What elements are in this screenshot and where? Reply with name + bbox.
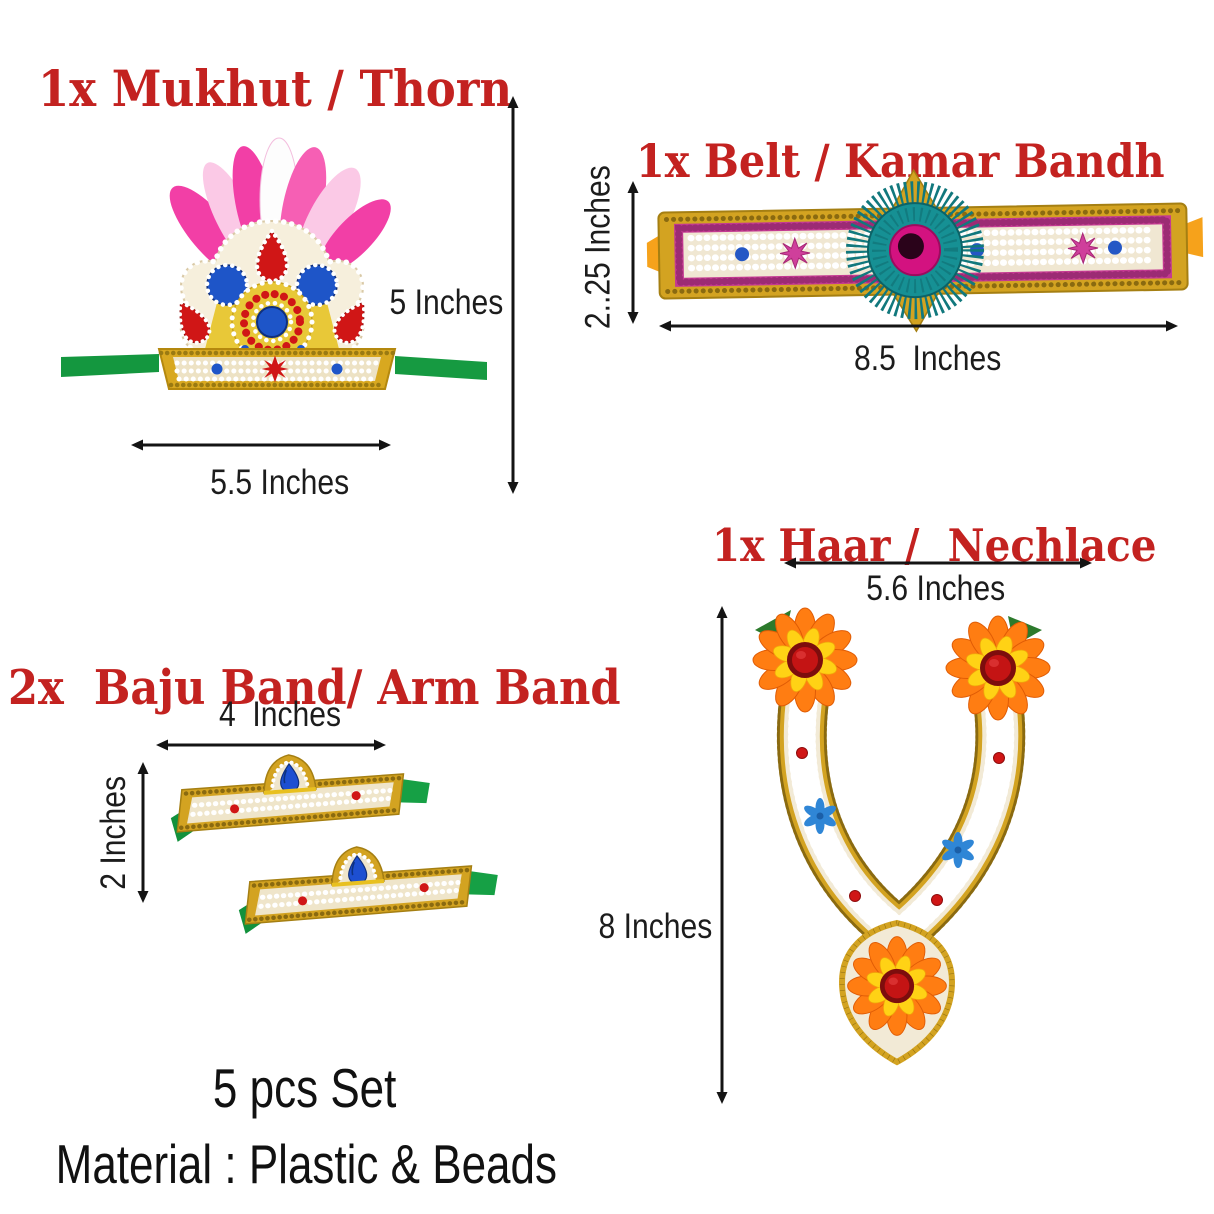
mukhut-product-image <box>61 137 487 390</box>
baju-title-text: 2x Baju Band/ Arm Band <box>8 659 621 716</box>
haar-title: 1x Haar / Nechlace <box>712 523 1206 568</box>
belt-height-arrow <box>627 181 639 324</box>
belt-title: 1x Belt / Kamar Bandh <box>636 138 1214 184</box>
set-count-text: 5 pcs Set <box>213 1057 397 1119</box>
mukhut-height-label: 5 Inches <box>389 283 503 322</box>
mukhut-width-arrow <box>131 439 391 451</box>
belt-width-arrow <box>659 320 1178 332</box>
mukhut-width-label: 5.5 Inches <box>210 463 350 502</box>
belt-title-text: 1x Belt / Kamar Bandh <box>636 134 1165 189</box>
baju-width-arrow <box>156 739 386 751</box>
belt-height-label: 2..25 Inches <box>578 165 618 330</box>
belt-product-image <box>646 168 1204 333</box>
haar-width-label: 5.6 Inches <box>866 569 1005 608</box>
baju-title: 2x Baju Band/ Arm Band <box>8 664 689 712</box>
haar-height-label: 8 Inches <box>598 907 712 946</box>
belt-width-label: 8.5 Inches <box>853 339 1002 378</box>
mukhut-title: 1x Mukhut / Thorn <box>38 58 565 118</box>
baju-product-image <box>160 748 500 958</box>
haar-product-image <box>730 598 1065 1066</box>
baju-width-label: 4 Inches <box>219 695 342 734</box>
mukhut-title-text: 1x Mukhut / Thorn <box>38 58 513 118</box>
haar-title-text: 1x Haar / Nechlace <box>712 519 1157 573</box>
haar-height-arrow <box>716 606 728 1104</box>
mukhut-height-arrow <box>507 96 519 494</box>
baju-height-arrow <box>137 762 149 903</box>
material-text: Material : Plastic & Beads <box>55 1133 557 1195</box>
haar-width-arrow <box>784 557 1092 569</box>
baju-height-label: 2 Inches <box>94 776 133 890</box>
